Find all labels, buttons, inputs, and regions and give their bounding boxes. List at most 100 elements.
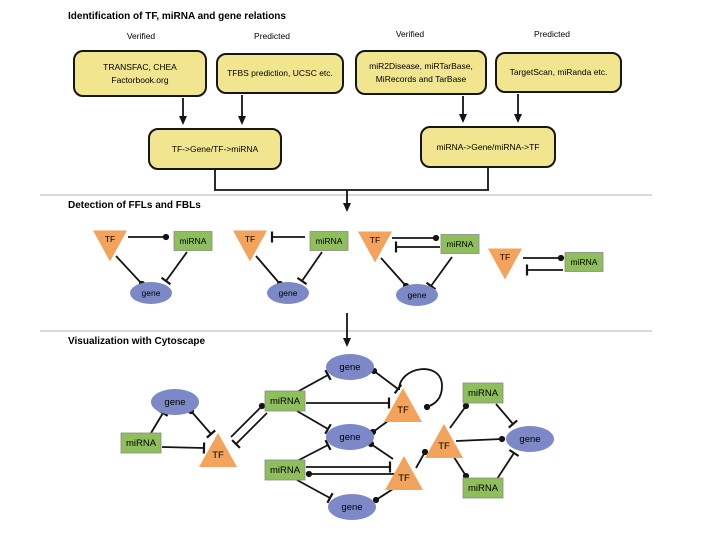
activation-dot <box>372 496 380 504</box>
tf-node <box>358 231 392 263</box>
db-box-line: miR2Disease, miRTarBase, <box>369 60 473 71</box>
tf-node <box>488 248 522 280</box>
net-tfC2-activates-geneC2 <box>370 443 394 460</box>
column-label-predicted-mirna: Predicted <box>534 29 570 39</box>
tf-label: TF <box>500 252 510 262</box>
mirna-label: miRNA <box>270 396 301 407</box>
tf-node <box>385 456 423 490</box>
activation-dot <box>421 448 429 456</box>
gene-label: gene <box>164 397 185 408</box>
section-title-detection: Detection of FFLs and FBLs <box>68 200 201 211</box>
gene-label: gene <box>279 288 298 298</box>
mirna-node <box>462 477 504 499</box>
net-mirnaC2-represses-geneC3 <box>296 479 331 499</box>
gene-node <box>151 389 199 415</box>
tf-label: TF <box>438 441 450 452</box>
gene-label: gene <box>339 432 360 443</box>
activation-dot <box>423 403 431 411</box>
gene-node <box>326 424 374 450</box>
column-label-verified-tf: Verified <box>126 31 156 41</box>
inhibition-tbar <box>231 439 241 449</box>
tf-label: TF <box>212 450 224 461</box>
gene-node <box>506 426 554 452</box>
mirna-label: miRNA <box>270 465 301 476</box>
db-box-line: TFBS prediction, UCSC etc. <box>227 68 333 79</box>
db-box-line: Factorbook.org <box>111 74 169 85</box>
m2-mirna-represses-gene <box>301 251 323 282</box>
gene-node <box>267 282 309 304</box>
net-tfC1-self-loop <box>398 368 443 408</box>
section-title-identification: Identification of TF, miRNA and gene rel… <box>68 11 286 22</box>
net-mirnaR2-represses-geneR <box>496 452 515 480</box>
arrowhead <box>459 114 467 123</box>
net-mirnaR1-represses-geneR <box>495 403 514 425</box>
net-mirnaL-represses-tfL <box>161 446 205 449</box>
net-mirnaC1-represses-geneC1 <box>296 374 329 393</box>
m3-tf-activates-gene <box>380 257 407 287</box>
tf-label: TF <box>245 234 255 244</box>
gene-label: gene <box>341 502 362 513</box>
tf-node <box>425 424 463 458</box>
column-label-verified-mirna: Verified <box>395 29 425 39</box>
activation-dot <box>462 402 470 410</box>
net-mirnaL-represses-geneL <box>150 412 164 434</box>
inhibition-tbar <box>425 281 437 291</box>
net-tfL-geneL-edge <box>190 410 212 435</box>
inhibition-tbar <box>296 276 308 286</box>
net-tfR-activates-mirnaR1 <box>449 405 467 429</box>
net-mirnaC1-represses-geneC2 <box>296 410 329 430</box>
mirna-label: miRNA <box>180 236 207 246</box>
mirna-label: miRNA <box>126 438 157 449</box>
activation-dot <box>258 402 266 410</box>
activation-dot <box>498 435 506 443</box>
inhibition-tbar <box>160 276 172 286</box>
mirna-label: miRNA <box>571 257 598 267</box>
inhibition-tbar <box>206 429 216 439</box>
net-tfL-activates-mirnaC1 <box>230 405 263 438</box>
relation-box-tf: TF->Gene/TF->miRNA <box>148 128 282 170</box>
arrowhead <box>238 116 246 125</box>
gene-label: gene <box>408 290 427 300</box>
mirna-node <box>440 234 480 254</box>
gene-node <box>326 354 374 380</box>
db-box-line: TargetScan, miRanda etc. <box>509 67 608 78</box>
m1-tf-activates-gene <box>115 255 143 285</box>
section-title-visualization: Visualization with Cytoscape <box>68 336 206 347</box>
db-box-targetscan: TargetScan, miRanda etc. <box>495 52 622 93</box>
activation-dot <box>557 254 565 262</box>
mirna-label: miRNA <box>468 483 499 494</box>
mirna-node <box>462 382 504 404</box>
tf-label: TF <box>397 405 409 416</box>
activation-dot <box>162 233 170 241</box>
mirna-node <box>309 231 349 251</box>
column-label-predicted-tf: Predicted <box>254 31 290 41</box>
arrowhead <box>179 116 187 125</box>
gene-node <box>396 284 438 306</box>
arrowhead <box>343 338 351 347</box>
db-box-line: TRANSFAC, CHEA <box>103 61 177 72</box>
tf-node <box>384 388 422 422</box>
tf-node <box>93 230 127 262</box>
tf-node <box>233 230 267 262</box>
mirna-node <box>264 390 306 412</box>
mirna-node <box>120 432 162 454</box>
gene-node <box>328 494 376 520</box>
inhibition-tbar <box>326 492 334 504</box>
relation-box-line: miRNA->Gene/miRNA->TF <box>436 141 540 152</box>
inhibition-tbar <box>508 449 520 457</box>
arrowhead <box>514 114 522 123</box>
db-box-mir2disease: miR2Disease, miRTarBase, MiRecords and T… <box>355 50 487 95</box>
db-box-transfac: TRANSFAC, CHEA Factorbook.org <box>73 50 207 97</box>
db-box-tfbs: TFBS prediction, UCSC etc. <box>216 53 344 94</box>
activation-dot <box>462 472 470 480</box>
inhibition-tbar <box>508 419 518 429</box>
tf-label: TF <box>370 235 380 245</box>
activation-dot <box>305 470 313 478</box>
inhibition-tbar <box>324 439 332 451</box>
inhibition-tbar <box>324 369 332 381</box>
gene-label: gene <box>339 362 360 373</box>
m1-mirna-represses-gene <box>165 251 188 282</box>
net-tfR-activates-geneR <box>455 438 503 442</box>
